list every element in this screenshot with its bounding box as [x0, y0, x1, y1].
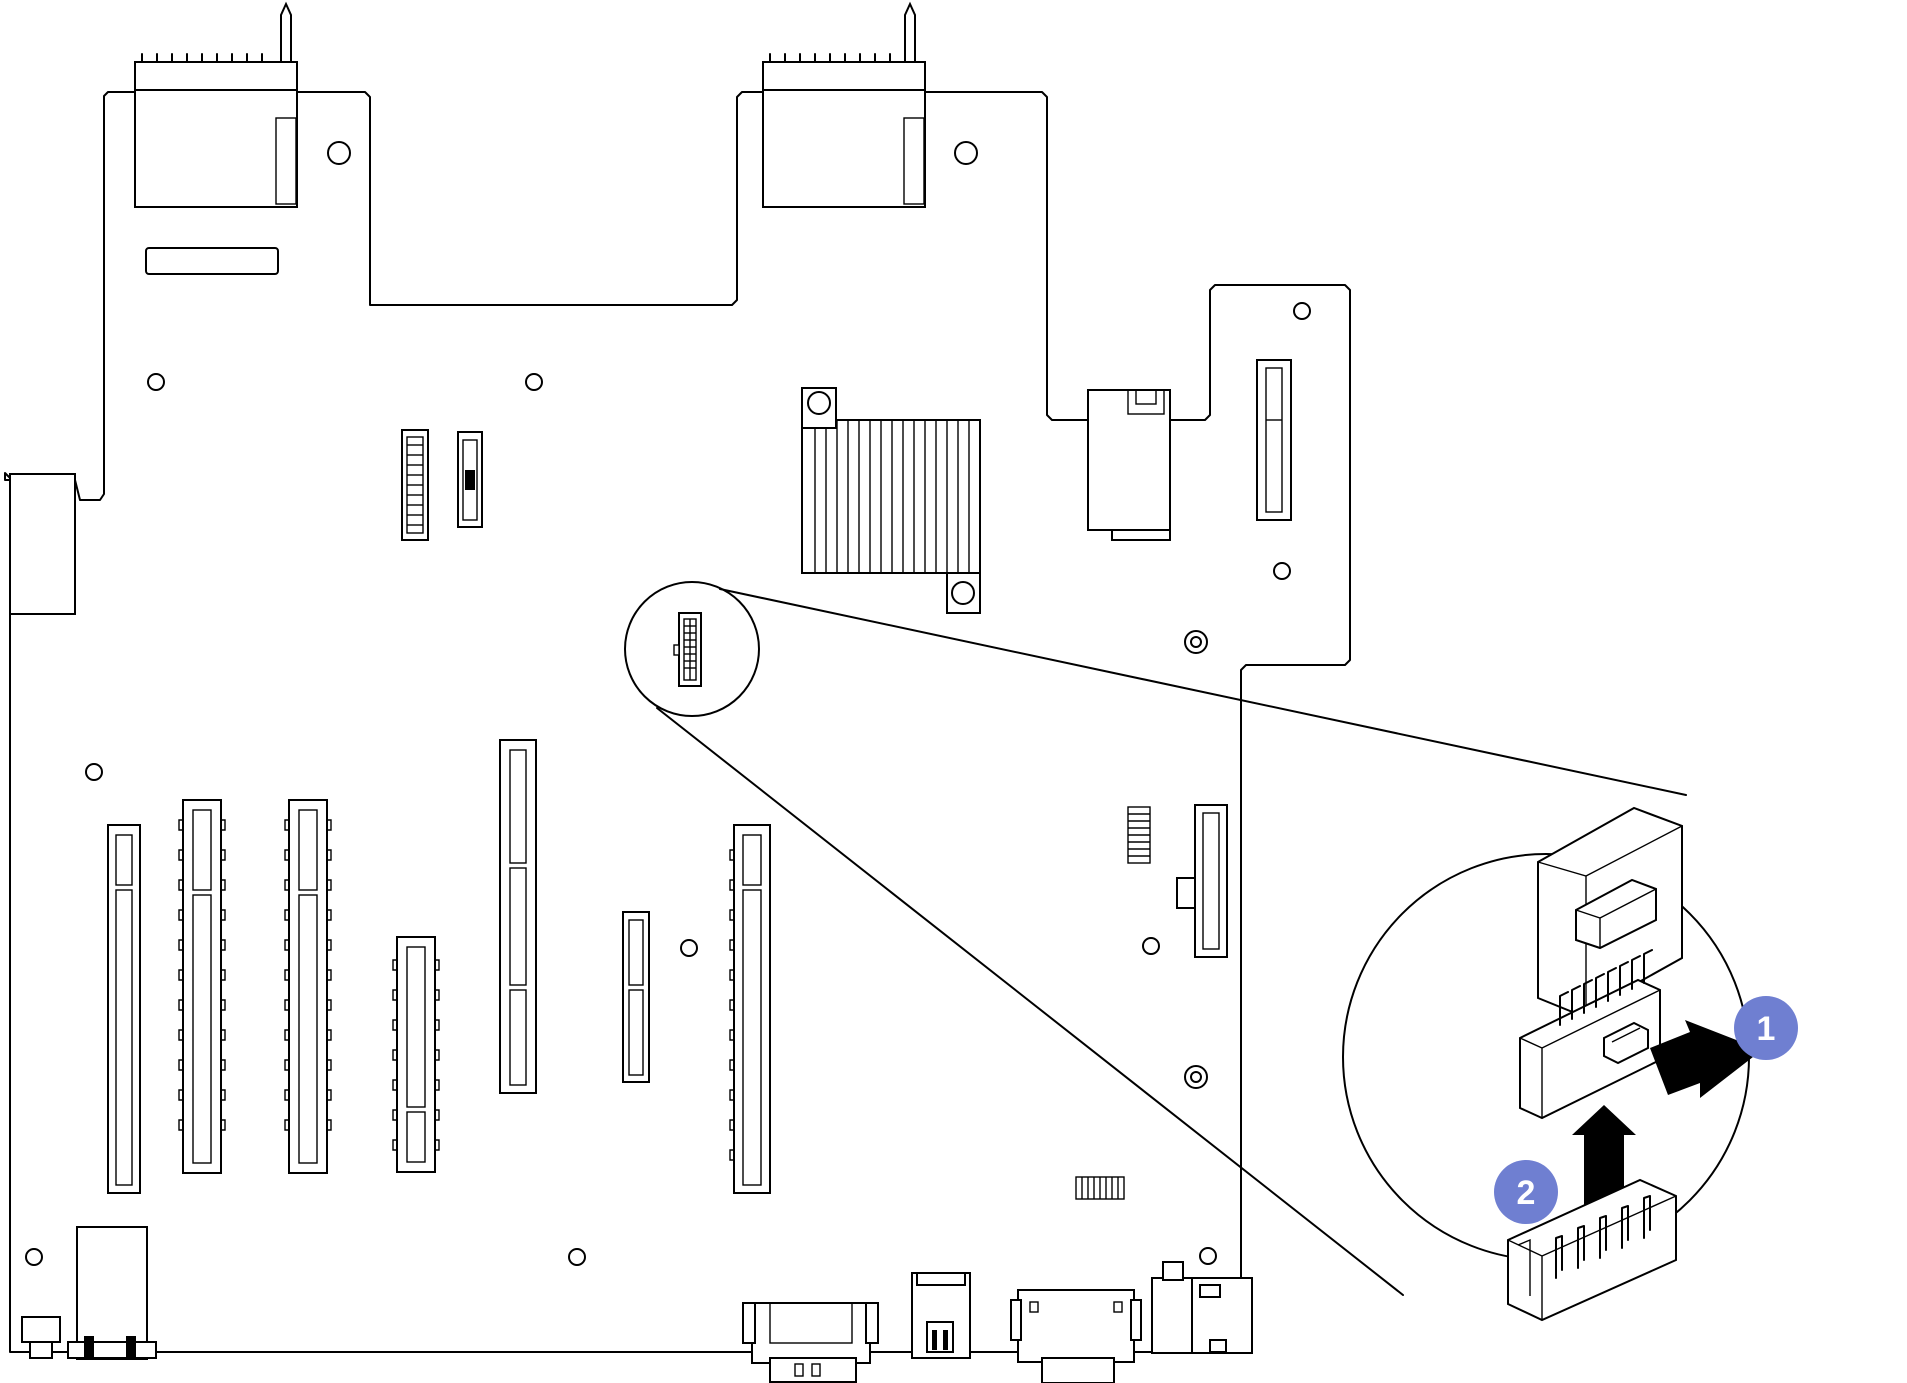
audio-jack: [1151, 1261, 1193, 1354]
zoom-source-circle: [624, 581, 760, 717]
zoom-line-bottom: [656, 707, 1404, 1296]
mounting-hole: [25, 141, 1311, 1266]
vga-connector: [742, 1302, 879, 1383]
m2-connector: [1176, 804, 1228, 958]
rear-button: [21, 1316, 61, 1359]
riser-connector: [1256, 359, 1292, 521]
pcie-slot-6: [622, 911, 650, 1083]
label-plate: [145, 247, 279, 275]
rear-rj45-port: [67, 1226, 157, 1360]
dip-switch: [1127, 806, 1151, 864]
pcie-slot-7: [729, 824, 771, 1194]
source-connector: [673, 612, 702, 687]
standoff: [1184, 630, 1208, 1089]
mgmt-port: [1191, 1277, 1253, 1354]
pcie-slot-2: [178, 799, 226, 1174]
power-connector-right: [762, 1, 926, 208]
serial-connector: [1010, 1289, 1142, 1383]
pcie-slot-3: [284, 799, 332, 1174]
power-connector-left: [134, 1, 298, 208]
push-arrow: [1650, 1020, 1762, 1098]
pull-arrow: [1572, 1105, 1636, 1210]
zoom-line-top: [719, 588, 1687, 796]
callout-1-label: 1: [1757, 1010, 1776, 1048]
heatsink: [801, 387, 981, 614]
callout-1-badge: [1734, 996, 1798, 1060]
usb-port: [911, 1272, 971, 1359]
dip-switch-2: [1075, 1176, 1125, 1200]
board-header: [1507, 1178, 1677, 1322]
pcie-slot-1: [107, 824, 141, 1194]
pcie-slot-5: [499, 739, 537, 1094]
callout-2: 2: [1494, 1160, 1558, 1224]
latch-connector: [457, 431, 483, 528]
callout-1: 1: [1734, 996, 1798, 1060]
header-connector: [401, 429, 429, 541]
pcie-slot-4: [392, 936, 440, 1173]
callout-2-label: 2: [1517, 1174, 1536, 1212]
callout-2-badge: [1494, 1160, 1558, 1224]
cable-connector-module: [1519, 806, 1683, 1120]
rj45-port: [1087, 389, 1171, 541]
left-edge-connector: [9, 473, 76, 615]
